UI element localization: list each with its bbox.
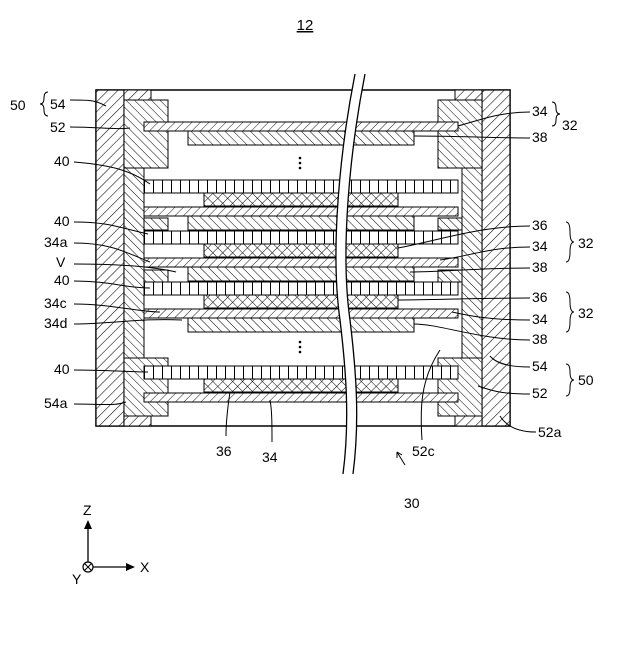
left-labels: 50 54 52 40 40 34a V 40 34c 34d 40 54a (10, 96, 70, 411)
axis-y-label: Y (72, 571, 82, 587)
bottom-labels: 36 34 52c 30 (216, 443, 435, 511)
label-34c: 34c (44, 295, 67, 311)
figure-number: 12 (297, 17, 314, 34)
label-32-r1: 32 (562, 117, 578, 133)
label-52c: 52c (412, 443, 435, 459)
label-36-bottom: 36 (216, 443, 232, 459)
label-52a: 52a (538, 424, 562, 440)
label-32-r3: 32 (578, 305, 594, 321)
axis-z-label: Z (83, 502, 92, 518)
label-38-r2: 38 (532, 259, 548, 275)
label-50-right: 50 (578, 372, 594, 388)
label-50-left: 50 (10, 97, 26, 113)
label-34-bottom: 34 (262, 449, 278, 465)
label-54-right: 54 (532, 358, 548, 374)
label-54a: 54a (44, 395, 68, 411)
label-34-r2: 34 (532, 238, 548, 254)
label-34d: 34d (44, 315, 67, 331)
label-38-r1: 38 (532, 129, 548, 145)
label-32-r2: 32 (578, 235, 594, 251)
label-38-r3: 38 (532, 331, 548, 347)
right-labels: 34 38 32 36 34 32 38 36 34 32 38 54 50 5… (532, 103, 594, 440)
label-40-b: 40 (54, 213, 70, 229)
label-40-c: 40 (54, 272, 70, 288)
label-54-left: 54 (50, 96, 66, 112)
label-52-right: 52 (532, 385, 548, 401)
label-34-r3: 34 (532, 311, 548, 327)
label-34-r1: 34 (532, 103, 548, 119)
axis-triad: Z X Y (72, 502, 150, 587)
axis-x-label: X (140, 559, 150, 575)
label-36-r3: 36 (532, 289, 548, 305)
label-52-left: 52 (50, 119, 66, 135)
label-40-d: 40 (54, 361, 70, 377)
label-v: V (56, 254, 66, 270)
label-36-r2: 36 (532, 217, 548, 233)
label-30: 30 (404, 495, 420, 511)
label-40-a: 40 (54, 153, 70, 169)
label-34a: 34a (44, 234, 68, 250)
